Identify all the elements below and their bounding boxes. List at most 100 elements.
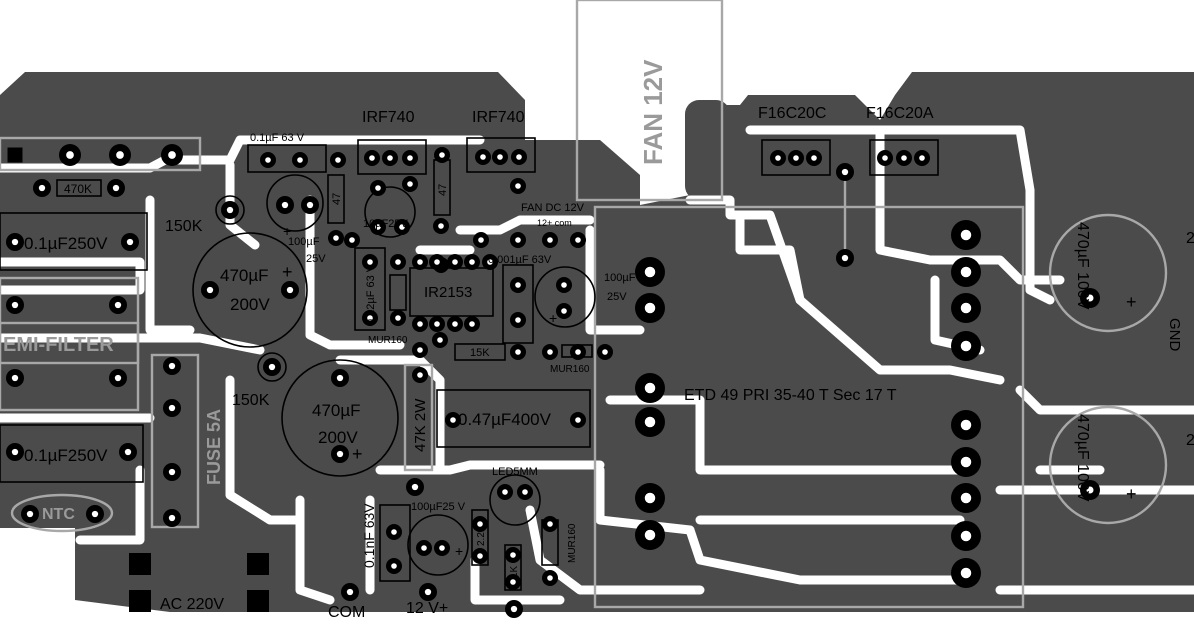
v12-label: 12 V+ [406, 600, 448, 617]
pad-drill [575, 417, 581, 423]
pad-drill [497, 154, 503, 160]
pad-drill [349, 237, 355, 243]
pad-drill [644, 302, 656, 314]
cap-0001uf-label: 0.001µF 63V [488, 254, 552, 266]
pad-drill [375, 224, 381, 230]
trace-gaps [0, 125, 1194, 605]
etd49-label: ETD 49 PRI 35-40 T Sec 17 T [684, 387, 897, 404]
plus-cap-100v-a: + [1126, 292, 1137, 312]
pad-drill [168, 151, 176, 159]
cap-470uf-200v-b-outline [281, 359, 399, 477]
pad-drill [297, 157, 303, 163]
pad-drill [11, 301, 19, 309]
pad-drill [226, 206, 234, 214]
pad-drill [516, 154, 522, 160]
f16c20c-outline [761, 139, 831, 176]
cap-047uf-outline [436, 389, 591, 448]
irf740-b-outline [466, 137, 536, 173]
pad-drill [960, 456, 972, 468]
pad-drill [411, 483, 419, 491]
led5mm-outline [489, 474, 541, 526]
r47-b-label: 47 [437, 184, 449, 196]
pad-drill [644, 266, 656, 278]
labels-layer: IRF740 IRF740 F16C20C F16C20A 0.1µF 63 V… [24, 105, 1194, 621]
mur160-c-label: MUR160 [567, 523, 578, 563]
r1k-label: 1K [509, 565, 520, 578]
ic-ir2153-label: IR2153 [424, 284, 472, 301]
pad-drill [452, 321, 458, 327]
pad-drill [26, 510, 34, 518]
pad-drill [793, 155, 799, 161]
pad-drill [469, 321, 475, 327]
pad-drill [487, 259, 493, 265]
pad-drill [960, 419, 972, 431]
pad-drill [417, 321, 423, 327]
pad-drill [367, 259, 373, 265]
pad-drill [510, 579, 516, 585]
cap-01uf-63v-label: 0.1µF 63 V [250, 132, 305, 144]
irf740-a-outline [357, 139, 427, 175]
pad-drill [206, 286, 214, 294]
pad-drill [1086, 486, 1094, 494]
square-pad [7, 147, 23, 163]
cap-470uf-a-label: 470µF [220, 266, 269, 285]
pad-drill [515, 317, 521, 323]
cap-01uf-250v-a-label: 0.1µF250V [24, 234, 108, 253]
pad-drill [391, 563, 397, 569]
cap-01uf-63v-outline [247, 144, 327, 173]
plus-cap-100-a: + [283, 223, 291, 239]
pad-drill [333, 235, 339, 241]
pad-drill [515, 183, 521, 189]
plus-cap-100v-b: + [1126, 484, 1137, 504]
pad-drill [346, 588, 354, 596]
pad-drill [469, 259, 475, 265]
pad-drill [438, 223, 444, 229]
pad-drill [11, 238, 19, 246]
pad-drill [395, 315, 401, 321]
mur160-b-label: MUR160 [550, 364, 590, 375]
cap-01nf-outline [379, 504, 411, 582]
cap-25v-a-label: 25V [306, 253, 326, 265]
fan-label: FAN 12V [638, 59, 668, 165]
irf740-a-label: IRF740 [362, 109, 415, 126]
pad-drill [335, 157, 341, 163]
pad-drill [602, 349, 608, 355]
r150k-a-outline [215, 195, 245, 225]
pad-drill [901, 155, 907, 161]
pad-drill [510, 552, 516, 558]
cap-01uf-250v-b-label: 0.1µF250V [24, 446, 108, 465]
r470k-outline [56, 179, 102, 197]
pad-drill [478, 237, 484, 243]
pad-drill [547, 349, 553, 355]
plus-cap-470-b: + [352, 444, 363, 464]
pad-drill [775, 155, 781, 161]
r15k-outline [454, 343, 506, 361]
cap-10uf-label: 10µF25V [363, 218, 409, 230]
copper-top-nub [685, 100, 730, 200]
pad-drill [502, 489, 508, 495]
pad-drill [421, 545, 427, 551]
plus-cap-100-c: + [549, 310, 557, 326]
pad-drill [644, 416, 656, 428]
pad-drill [547, 521, 553, 527]
cap-200v-b-label: 200V [318, 428, 358, 447]
r150k-b-outline [257, 352, 287, 382]
header-outline [0, 136, 202, 172]
cap-100uf-led-outline [407, 514, 469, 576]
pad-drill [126, 238, 134, 246]
pad-drill [561, 282, 567, 288]
pad-drill [841, 254, 849, 262]
pad-drill [91, 510, 99, 518]
pad-drill [561, 308, 567, 314]
pad-drill [112, 184, 120, 192]
cap-470uf-100v-a-ring [1048, 213, 1168, 333]
pad-drill [960, 229, 972, 241]
r470k-label: 470K [64, 182, 92, 196]
pad-drill [960, 567, 972, 579]
pad-drill [38, 184, 46, 192]
cap-10uf-25v-outline [364, 186, 416, 238]
pad-drill [11, 448, 19, 456]
cap-022uf-label: 0.22µF 63 V [365, 264, 377, 325]
gnd-label: GND [1166, 318, 1183, 352]
